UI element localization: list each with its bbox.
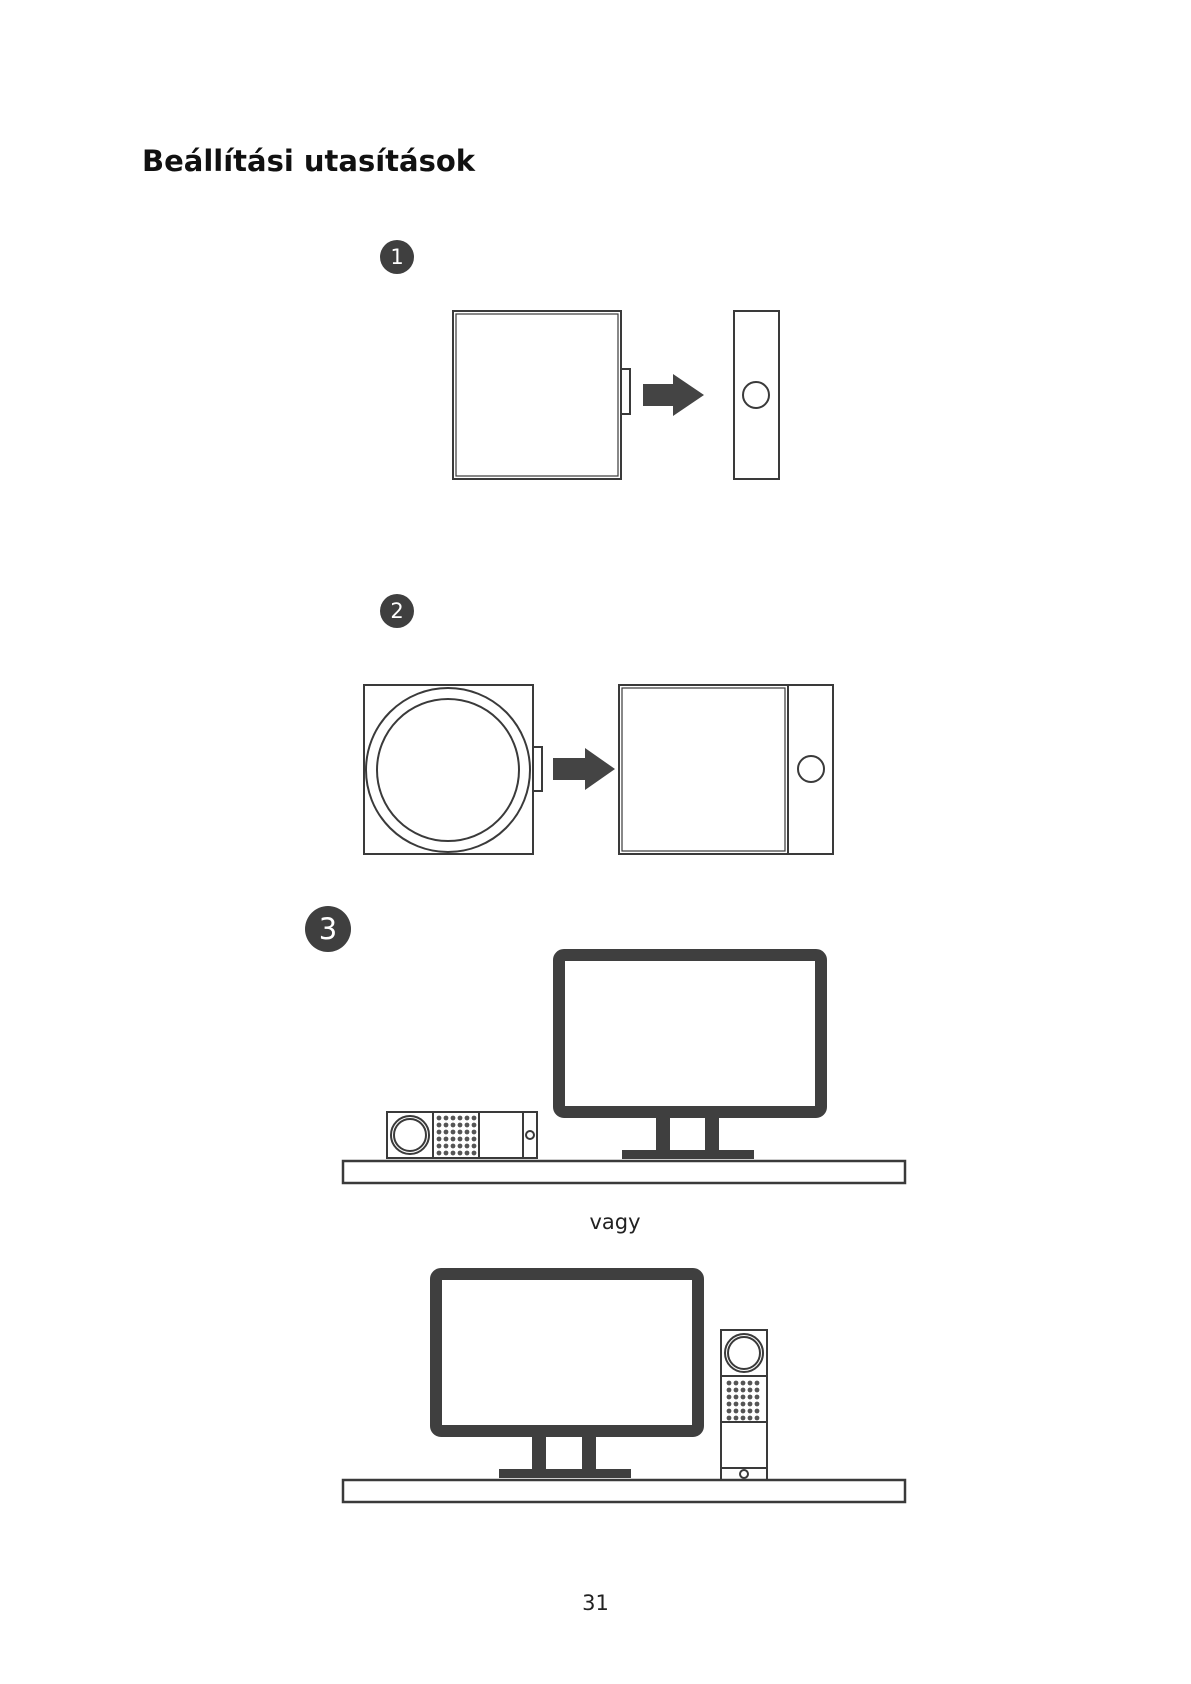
desk-shelf (343, 1480, 905, 1502)
speaker-grille (727, 1381, 760, 1421)
page-number: 31 (0, 1591, 1191, 1615)
monitor-icon (436, 1274, 698, 1478)
